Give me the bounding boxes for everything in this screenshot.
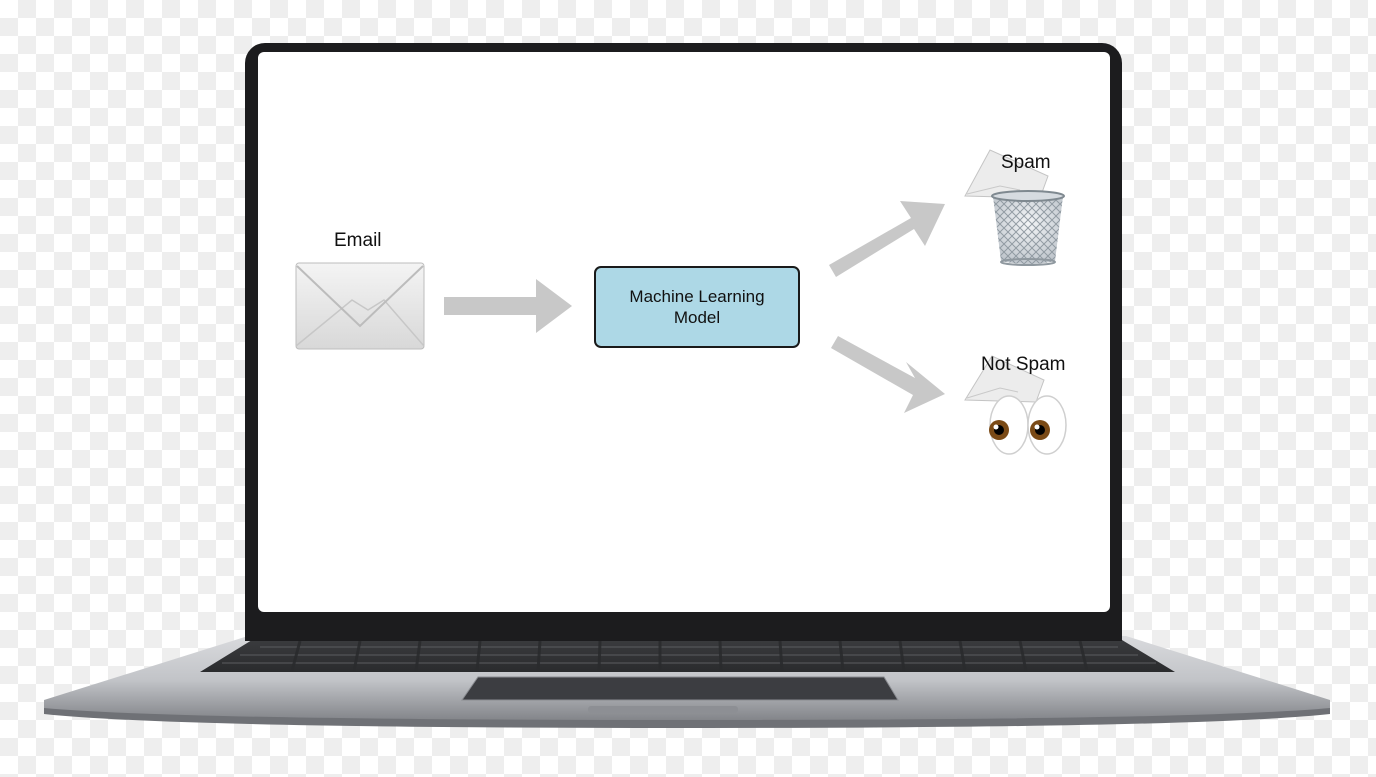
- arrow-email-to-model: [444, 279, 572, 333]
- eyes-icon: [989, 395, 1067, 455]
- model-box: Machine Learning Model: [594, 266, 800, 348]
- arrow-model-to-not-spam: [831, 336, 945, 413]
- envelope-icon: [295, 262, 425, 350]
- not-spam-label: Not Spam: [981, 354, 1066, 375]
- trackpad: [461, 676, 899, 701]
- arrow-model-to-spam: [829, 201, 945, 277]
- keyboard: [200, 640, 1175, 672]
- spam-label: Spam: [1001, 152, 1051, 173]
- wastebasket-icon: [991, 190, 1065, 266]
- laptop-base: [44, 636, 1330, 728]
- email-label: Email: [334, 230, 382, 251]
- model-label: Machine Learning Model: [629, 287, 765, 327]
